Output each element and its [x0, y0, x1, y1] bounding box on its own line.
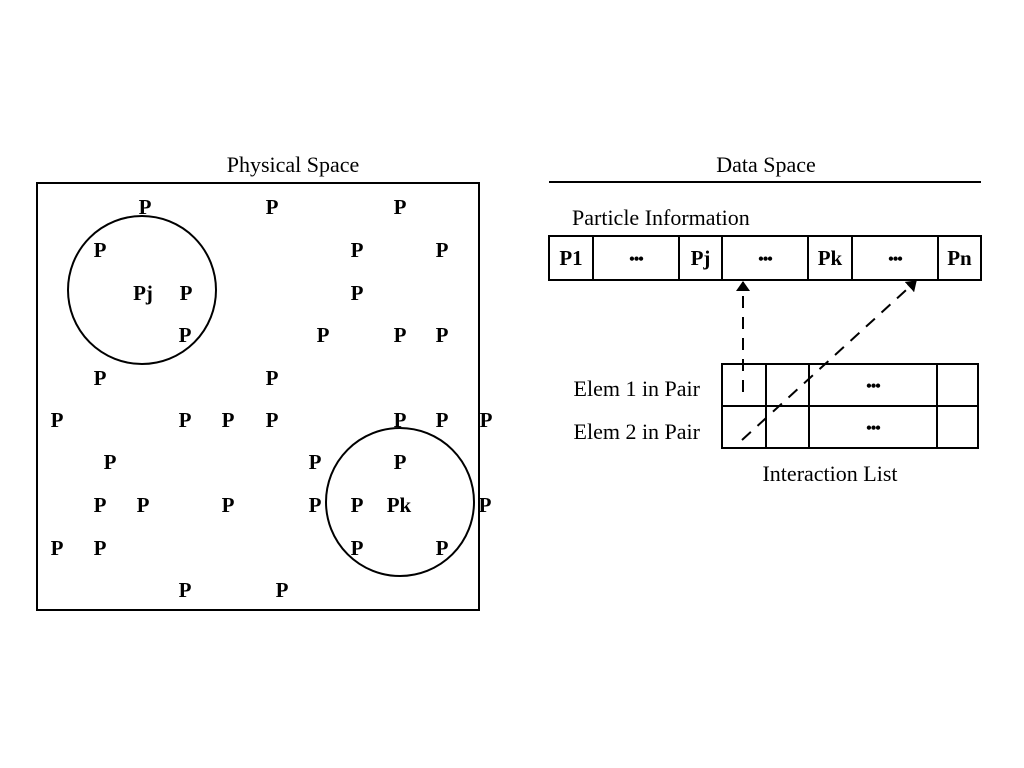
particle-info-cell	[937, 235, 982, 281]
particle-marker: P	[394, 408, 407, 432]
particle-marker: P	[394, 195, 407, 219]
particle-marker: P	[266, 366, 279, 390]
particle-marker: P	[394, 450, 407, 474]
particle-pj-marker: Pj	[133, 281, 153, 305]
interaction-list-ellipsis: •••	[866, 420, 880, 437]
particle-marker: P	[436, 323, 449, 347]
particle-info-pn: Pn	[947, 246, 972, 270]
particle-info-pk: Pk	[818, 246, 843, 270]
arrow-elem2-to-pk	[741, 280, 917, 441]
particle-marker: P	[104, 450, 117, 474]
pj-cutoff-circle	[67, 215, 217, 365]
particle-marker: P	[266, 408, 279, 432]
particle-marker: P	[222, 408, 235, 432]
particle-marker: P	[94, 536, 107, 560]
particle-marker: P	[276, 578, 289, 602]
particle-information-array: P1 ••• Pj ••• Pk ••• Pn	[548, 235, 982, 281]
particle-marker: P	[436, 536, 449, 560]
particle-marker: P	[351, 281, 364, 305]
particle-marker: P	[479, 493, 492, 517]
elem1-row-label: Elem 1 in Pair	[574, 376, 701, 401]
particle-marker: P	[266, 195, 279, 219]
particle-marker: P	[222, 493, 235, 517]
interaction-list-table: ••• •••	[721, 363, 979, 449]
particle-marker: P	[179, 323, 192, 347]
particle-marker: P	[179, 408, 192, 432]
particle-pk-marker: Pk	[387, 493, 412, 517]
particle-marker: P	[180, 281, 193, 305]
particle-marker: P	[351, 536, 364, 560]
particle-marker: P	[436, 408, 449, 432]
particle-marker: P	[139, 195, 152, 219]
particle-marker: P	[480, 408, 493, 432]
physical-space-box	[36, 182, 480, 611]
interaction-list-cell	[765, 405, 810, 449]
particle-marker: P	[394, 323, 407, 347]
interaction-list-cell	[721, 405, 767, 449]
particle-info-pj: Pj	[691, 246, 711, 270]
interaction-list-cell	[765, 363, 810, 407]
particle-marker: P	[94, 238, 107, 262]
particle-information-label: Particle Information	[572, 205, 750, 230]
particle-marker: P	[179, 578, 192, 602]
elem2-row-label: Elem 2 in Pair	[574, 419, 701, 444]
data-space-title: Data Space	[716, 152, 816, 177]
pk-cutoff-circle	[325, 427, 475, 577]
particle-info-ellipsis: •••	[888, 251, 902, 268]
particle-marker: P	[436, 238, 449, 262]
particle-marker: P	[351, 238, 364, 262]
particle-marker: P	[317, 323, 330, 347]
particle-marker: P	[309, 493, 322, 517]
particle-marker: P	[309, 450, 322, 474]
particle-marker: P	[137, 493, 150, 517]
particle-info-ellipsis: •••	[758, 251, 772, 268]
physical-space-title: Physical Space	[227, 152, 360, 177]
particle-info-ellipsis: •••	[629, 251, 643, 268]
particle-marker: P	[94, 366, 107, 390]
interaction-list-cell	[936, 363, 979, 407]
particle-marker: P	[94, 493, 107, 517]
interaction-list-cell	[936, 405, 979, 449]
particle-marker: P	[51, 408, 64, 432]
particle-info-p1: P1	[559, 246, 582, 270]
particle-marker: P	[351, 493, 364, 517]
interaction-list-ellipsis: •••	[866, 378, 880, 395]
particle-marker: P	[51, 536, 64, 560]
interaction-list-label: Interaction List	[762, 461, 897, 486]
